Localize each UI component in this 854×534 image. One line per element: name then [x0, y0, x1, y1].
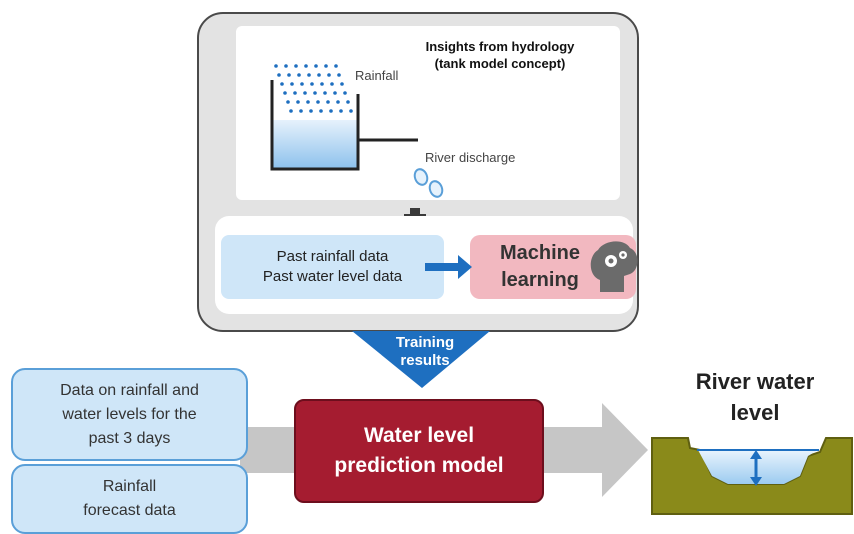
rain-drop: [327, 73, 331, 77]
rain-drop: [336, 100, 340, 104]
rain-drop: [317, 73, 321, 77]
rain-drop: [296, 100, 300, 104]
rain-drop: [304, 64, 308, 68]
past-3-days-data-box: Data on rainfall and water levels for th…: [11, 368, 248, 461]
rain-drop: [337, 73, 341, 77]
river-discharge-label: River discharge: [425, 150, 516, 165]
ml-label-line2: learning: [501, 269, 579, 291]
rain-drop: [280, 82, 284, 86]
rain-drop: [340, 82, 344, 86]
rain-drop: [286, 100, 290, 104]
past-water-level-label: Past water level data: [262, 268, 403, 285]
model-line1: Water level: [363, 424, 475, 447]
training-results-label: Training results: [365, 334, 485, 370]
rain-drop: [334, 64, 338, 68]
rain-drop: [289, 109, 293, 113]
rain-drop: [339, 109, 343, 113]
to-ml-arrow: [425, 255, 472, 279]
training-line1: Training: [395, 334, 455, 351]
rain-drop: [343, 91, 347, 95]
rain-drop: [346, 100, 350, 104]
rain-drop: [329, 109, 333, 113]
rain-drop: [274, 64, 278, 68]
rain-drop: [297, 73, 301, 77]
rain-drop: [333, 91, 337, 95]
rainfall-label: Rainfall: [355, 68, 399, 83]
rain-drop: [310, 82, 314, 86]
river-water-level-title: River water level: [660, 366, 850, 428]
hydrology-title-line2: (tank model concept): [434, 56, 566, 71]
rain-drop: [309, 109, 313, 113]
rain-drop: [287, 73, 291, 77]
rain-drop: [320, 82, 324, 86]
rainfall-forecast-box: Rainfall forecast data: [11, 464, 248, 534]
tank-model-panel: [236, 26, 620, 200]
past-data-box: Past rainfall data Past water level data: [221, 235, 444, 299]
rain-drops: [274, 64, 353, 113]
past-rainfall-label: Past rainfall data: [276, 248, 389, 265]
rain-drop: [330, 82, 334, 86]
prediction-model-box: Water level prediction model: [294, 399, 544, 503]
rain-drop: [299, 109, 303, 113]
rain-drop: [284, 64, 288, 68]
rain-drop: [283, 91, 287, 95]
training-line2: results: [400, 352, 450, 369]
output-line2: level: [730, 400, 780, 425]
hydrology-title-line1: Insights from hydrology: [425, 39, 575, 54]
machine-learning-label: Machine learning: [485, 240, 595, 294]
rain-drop: [307, 73, 311, 77]
rain-drop: [300, 82, 304, 86]
rain-drop: [314, 64, 318, 68]
rain-drop: [303, 91, 307, 95]
rain-drop: [294, 64, 298, 68]
input1-line3: past 3 days: [88, 429, 171, 447]
rain-drop: [306, 100, 310, 104]
model-line2: prediction model: [334, 454, 504, 477]
input2-line2: forecast data: [83, 502, 176, 519]
river-cross-section-icon: [651, 437, 853, 515]
rain-drop: [324, 64, 328, 68]
rain-drop: [290, 82, 294, 86]
brain-gears-icon: [590, 241, 638, 292]
hydrology-title: Insights from hydrology (tank model conc…: [386, 38, 614, 72]
rain-drop: [293, 91, 297, 95]
rain-drop: [323, 91, 327, 95]
training-results-arrow: [352, 331, 490, 388]
rain-drop: [313, 91, 317, 95]
output-line1: River water: [695, 369, 815, 394]
input1-line2: water levels for the: [62, 405, 197, 423]
input1-line1: Data on rainfall and: [60, 381, 199, 399]
rain-drop: [326, 100, 330, 104]
rain-drop: [349, 109, 353, 113]
ml-label-line1: Machine: [499, 242, 581, 264]
rain-drop: [319, 109, 323, 113]
discharge-drops: [413, 168, 444, 198]
water-level-arrow-icon: [750, 450, 762, 486]
input2-line1: Rainfall: [102, 478, 157, 495]
tank-water: [272, 120, 358, 169]
rain-drop: [277, 73, 281, 77]
rain-drop: [316, 100, 320, 104]
